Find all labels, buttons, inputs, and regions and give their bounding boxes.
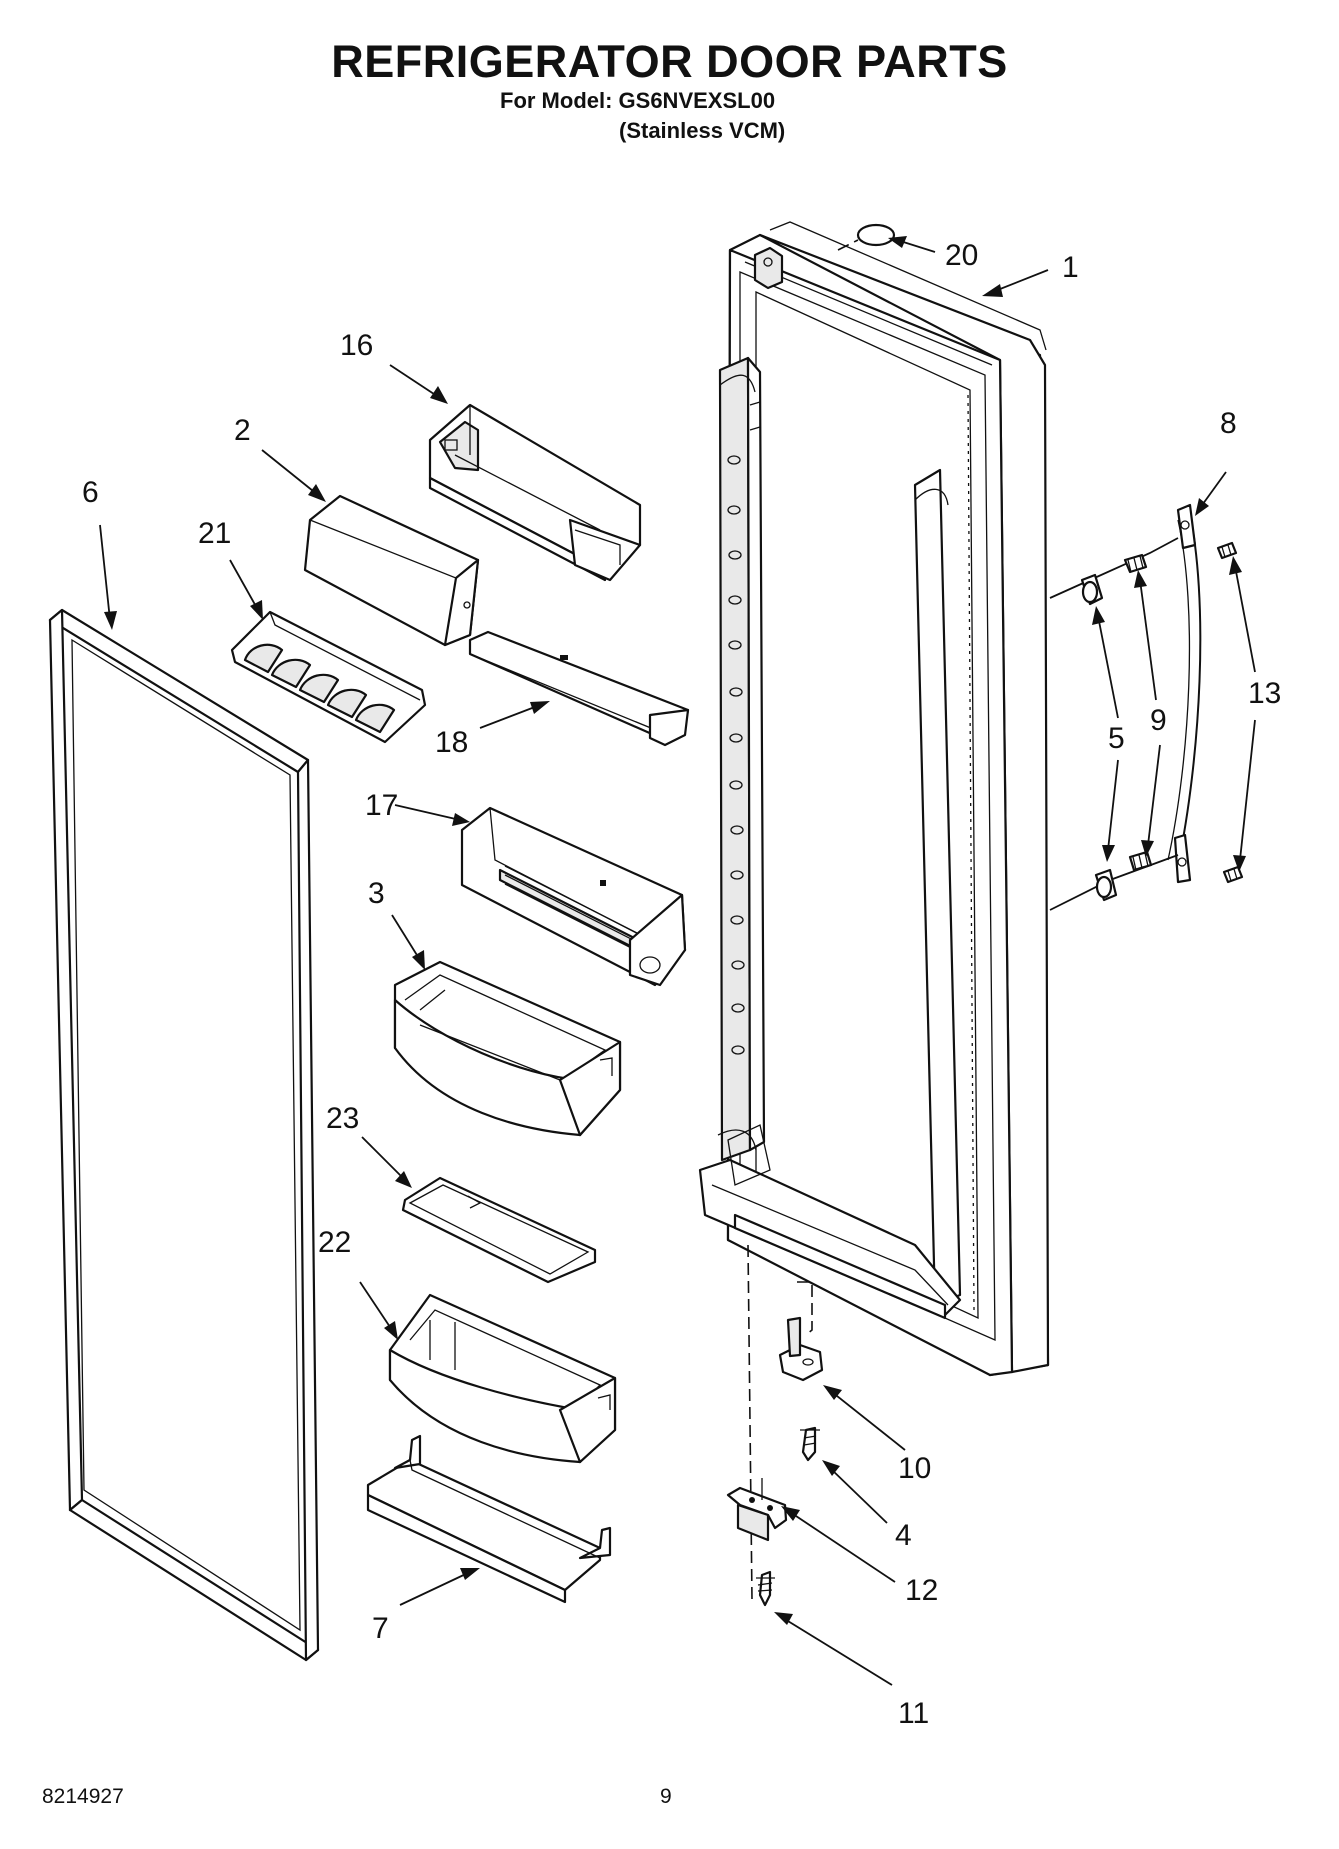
egg-cup-row xyxy=(243,643,396,734)
document-number: 8214927 xyxy=(42,1785,124,1808)
shelf-trim xyxy=(468,630,690,747)
egg-tray xyxy=(230,610,427,744)
page-number: 9 xyxy=(660,1785,672,1808)
callout-2: 2 xyxy=(234,414,251,447)
callout-20: 20 xyxy=(945,239,978,272)
leader-arrows xyxy=(99,236,1256,1686)
hinge-hardware xyxy=(726,1244,824,1607)
callout-16: 16 xyxy=(340,329,373,362)
door-gasket xyxy=(48,608,320,1662)
middle-door-bin xyxy=(460,806,687,987)
callout-3: 3 xyxy=(368,877,385,910)
callout-9: 9 xyxy=(1150,704,1167,737)
callout-4: 4 xyxy=(895,1519,912,1552)
callout-11: 11 xyxy=(898,1697,929,1730)
callout-10: 10 xyxy=(898,1452,931,1485)
callout-7: 7 xyxy=(372,1612,389,1645)
callout-1: 1 xyxy=(1062,251,1079,284)
bin-divider-insert xyxy=(401,1176,597,1284)
door-liner xyxy=(698,221,1050,1377)
callout-12: 12 xyxy=(905,1574,938,1607)
plug-20 xyxy=(837,223,896,251)
finish-line: (Stainless VCM) xyxy=(619,118,786,143)
callout-21: 21 xyxy=(198,517,231,550)
callout-6: 6 xyxy=(82,476,99,509)
callout-23: 23 xyxy=(326,1102,359,1135)
model-line: For Model: GS6NVEXSL00 xyxy=(500,88,776,113)
callout-17: 17 xyxy=(365,789,398,822)
callout-8: 8 xyxy=(1220,407,1237,440)
handle-hardware xyxy=(1049,503,1244,911)
callout-labels: 1 2 3 4 5 6 7 8 9 10 11 12 13 16 17 18 2… xyxy=(82,239,1281,1730)
callout-22: 22 xyxy=(318,1226,351,1259)
page-title: REFRIGERATOR DOOR PARTS xyxy=(331,36,1008,87)
bottom-bin-trim xyxy=(366,1434,612,1604)
shelf-slot-row xyxy=(727,455,745,1055)
dairy-door xyxy=(303,494,480,647)
lower-door-bin xyxy=(393,960,622,1137)
callout-18: 18 xyxy=(435,726,468,759)
upper-dairy-bin xyxy=(428,403,642,582)
callout-5: 5 xyxy=(1108,722,1125,755)
bottom-door-bin xyxy=(388,1293,617,1464)
callout-13: 13 xyxy=(1248,677,1281,710)
